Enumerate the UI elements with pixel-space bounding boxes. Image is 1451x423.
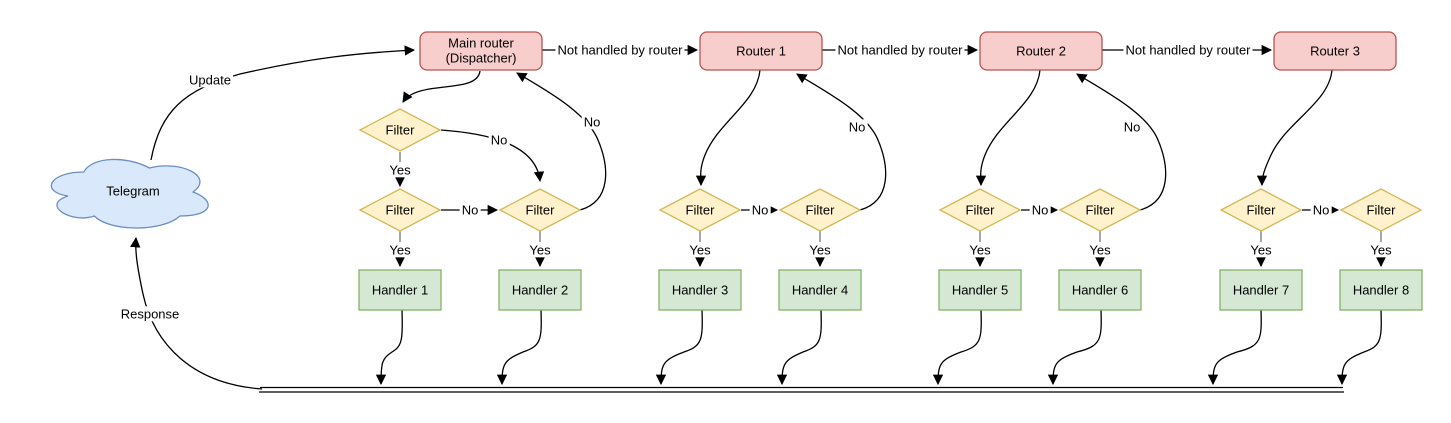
filter-diamond-main-top	[358, 108, 442, 152]
filter-diamond-main-left	[358, 188, 442, 232]
edges	[130, 44, 1387, 393]
handler3-label: Handler 3	[671, 282, 729, 298]
router2-filter-no-loop-edge	[1076, 73, 1167, 211]
handler4-out-edge	[776, 309, 822, 386]
telegram-cloud	[50, 158, 209, 229]
handler5-label: Handler 5	[951, 282, 1009, 298]
yes-label-f5: Yes	[967, 242, 993, 258]
yes-label-f7: Yes	[1248, 242, 1274, 258]
handler3-out-edge	[655, 309, 703, 386]
router2-box	[979, 31, 1103, 71]
handler6-box	[1058, 269, 1142, 311]
main-router-label: Main router (Dispatcher)	[446, 36, 517, 67]
filter-label-r3-left: Filter	[1246, 202, 1276, 218]
no-label-loop-r2: No	[1121, 119, 1143, 135]
handler6-label: Handler 6	[1071, 282, 1129, 298]
main-router-label-line1: Main router	[448, 35, 514, 51]
response-label: Response	[118, 306, 182, 322]
handler1-label: Handler 1	[371, 282, 429, 298]
yes-label-main-top: Yes	[387, 162, 413, 178]
filter-diamond-r3-right	[1339, 188, 1423, 232]
main-filter-no-loop-edge	[516, 72, 607, 211]
filter-diamond-r1-right	[778, 188, 862, 232]
filter-label-r1-right: Filter	[805, 202, 835, 218]
telegram-label: Telegram	[106, 183, 160, 199]
main-router-label-line2: (Dispatcher)	[445, 51, 517, 66]
main-router-to-filter-edge	[402, 70, 481, 103]
filter-label-r1-left: Filter	[685, 202, 715, 218]
handler6-out-edge	[1047, 309, 1102, 386]
no-label-loop-main: No	[581, 114, 603, 130]
router1-filter-no-loop-edge	[796, 73, 887, 211]
handler4-label: Handler 4	[791, 282, 849, 298]
router2-label: Router 2	[1016, 43, 1066, 59]
no-label-top-filter: No	[488, 132, 510, 148]
yes-label-f3: Yes	[687, 242, 713, 258]
filter-diamond-r3-left	[1219, 188, 1303, 232]
handler2-out-edge	[496, 309, 542, 386]
filter-diamond-main-right	[498, 188, 582, 232]
router2-to-filter-edge	[975, 69, 1041, 187]
handler7-box	[1219, 269, 1303, 311]
filter-diamond-r1-left	[658, 188, 742, 232]
filter-label-main-right: Filter	[525, 202, 555, 218]
filter-label-main-left: Filter	[385, 202, 415, 218]
nodes	[50, 31, 1423, 311]
filter-label-r2-right: Filter	[1085, 202, 1115, 218]
handler3-box	[658, 269, 742, 311]
handler8-label: Handler 8	[1352, 282, 1410, 298]
router1-to-filter-edge	[695, 69, 761, 187]
update-label: Update	[187, 72, 233, 88]
filter-label-r3-right: Filter	[1366, 202, 1396, 218]
router3-to-filter-edge	[1256, 69, 1333, 187]
handler8-out-edge	[1336, 309, 1382, 386]
router1-label: Router 1	[736, 43, 786, 59]
no-label-g1: No	[749, 202, 771, 218]
filter-diamond-r2-right	[1058, 188, 1142, 232]
handler2-label: Handler 2	[511, 282, 569, 298]
yes-label-f8: Yes	[1368, 242, 1394, 258]
yes-label-f4: Yes	[807, 242, 833, 258]
handler1-out-edge	[375, 309, 403, 386]
filter-label-r2-left: Filter	[965, 202, 995, 218]
not-handled-label-3: Not handled by router	[1123, 42, 1253, 58]
handler5-box	[938, 269, 1022, 311]
handler7-label: Handler 7	[1232, 282, 1290, 298]
filter-diamond-r2-left	[938, 188, 1022, 232]
yes-label-f2: Yes	[527, 242, 553, 258]
handler4-box	[778, 269, 862, 311]
no-label-g3: No	[1310, 202, 1332, 218]
main-router-box	[419, 31, 543, 71]
handler2-box	[498, 269, 582, 311]
update-edge	[150, 45, 416, 161]
handler7-out-edge	[1207, 309, 1262, 386]
not-handled-label-2: Not handled by router	[835, 42, 965, 58]
yes-label-f1: Yes	[387, 242, 413, 258]
router3-label: Router 3	[1310, 43, 1360, 59]
router1-box	[699, 31, 823, 71]
handler8-box	[1339, 269, 1423, 311]
no-label-g2: No	[1029, 202, 1051, 218]
filter-label-main-top: Filter	[385, 122, 415, 138]
not-handled-label-1: Not handled by router	[555, 42, 685, 58]
handler5-out-edge	[932, 309, 982, 386]
no-label-loop-r1: No	[846, 119, 868, 135]
yes-label-f6: Yes	[1087, 242, 1113, 258]
handler1-box	[358, 269, 442, 311]
router3-box	[1273, 31, 1397, 71]
no-label-g0: No	[459, 202, 481, 218]
